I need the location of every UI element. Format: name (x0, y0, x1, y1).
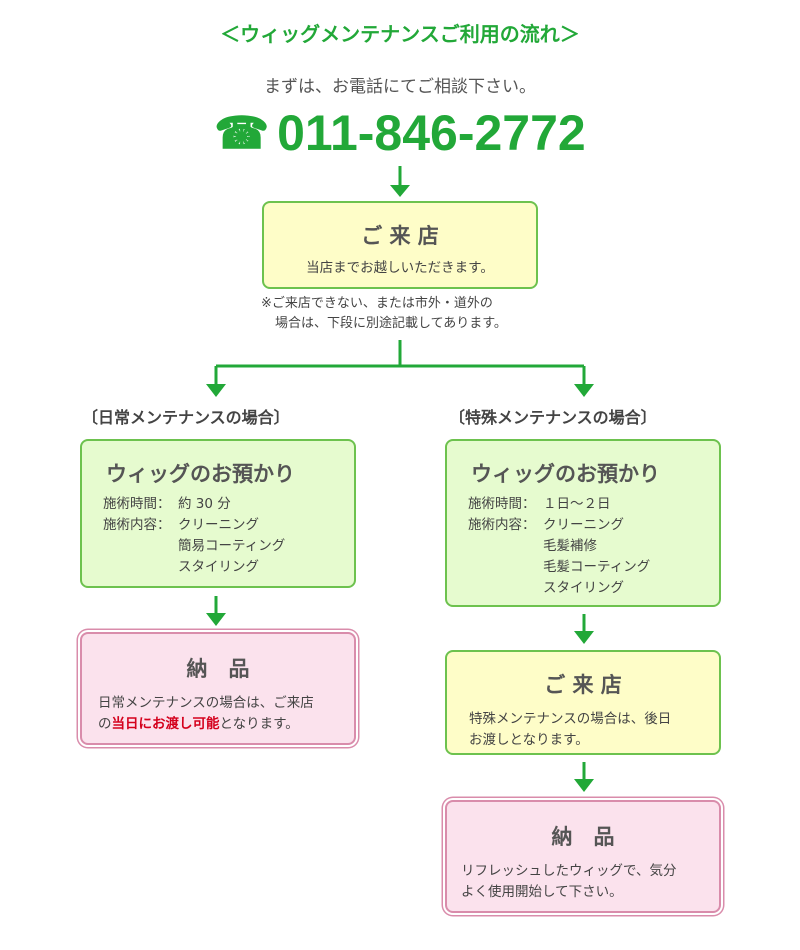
daily-content-item: スタイリング (178, 559, 259, 575)
visit-box: ご 来 店 当店までお越しいただきます。 (262, 201, 538, 289)
special-visit-line1: 特殊メンテナンスの場合は、後日 (469, 711, 672, 727)
telephone-icon: ☎ (214, 109, 270, 158)
visit-note: ※ご来店できない、または市外・道外の 場合は、下段に別途記載してあります。 (261, 294, 507, 334)
daily-step1-box: ウィッグのお預かり 施術時間： 約 30 分 施術内容： クリーニング 簡易コー… (80, 439, 356, 588)
visit-title: ご 来 店 (361, 224, 439, 248)
daily-content-row: 施術内容： クリーニング 簡易コーティング スタイリング (103, 515, 354, 578)
special-visit-box: ご 来 店 特殊メンテナンスの場合は、後日 お渡しとなります。 (445, 650, 721, 755)
special-heading: 〔特殊メンテナンスの場合〕 (449, 408, 657, 427)
daily-delivery-title: 納 品 (186, 657, 250, 681)
daily-content-item: 簡易コーティング (178, 538, 286, 554)
special-delivery-title: 納 品 (551, 825, 615, 849)
daily-delivery-text: 日常メンテナンスの場合は、ご来店 の当日にお渡し可能となります。 (82, 693, 354, 735)
special-delivery-line1: リフレッシュしたウィッグで、気分 (461, 863, 677, 879)
daily-delivery-box: 納 品 日常メンテナンスの場合は、ご来店 の当日にお渡し可能となります。 (80, 632, 356, 745)
daily-delivery-suffix: となります。 (219, 716, 299, 732)
special-step1-box: ウィッグのお預かり 施術時間： １日～２日 施術内容： クリーニング 毛髪補修 … (445, 439, 721, 607)
arrowhead-special (574, 384, 594, 397)
special-visit-line2: お渡しとなります。 (469, 732, 589, 748)
special-time-label: 施術時間： (468, 496, 536, 512)
daily-heading: 〔日常メンテナンスの場合〕 (82, 408, 290, 427)
arrowhead-special-visit (574, 631, 594, 644)
visit-note-line2: 場合は、下段に別途記載してあります。 (275, 316, 507, 331)
arrowhead-special-delivery (574, 779, 594, 792)
phone-number-text: 011-846-2772 (277, 105, 586, 161)
daily-delivery-prefix: の (98, 716, 112, 732)
daily-delivery-emphasis: 当日にお渡し可能 (111, 716, 220, 732)
visit-text: 当店までお越しいただきます。 (306, 260, 494, 276)
daily-content-label: 施術内容： (103, 517, 171, 533)
daily-time-row: 施術時間： 約 30 分 (103, 494, 354, 515)
daily-delivery-line2: の当日にお渡し可能となります。 (98, 714, 354, 735)
visit-note-line1: ※ご来店できない、または市外・道外の (261, 296, 493, 311)
intro-text: まずは、お電話にてご相談下さい。 (264, 77, 536, 97)
arrowhead-visit (390, 185, 410, 197)
special-content-row: 施術内容： クリーニング 毛髪補修 毛髪コーティング スタイリング (468, 515, 719, 599)
daily-time-value: 約 30 分 (178, 496, 231, 512)
special-content-item: 毛髪コーティング (543, 559, 651, 575)
arrowhead-daily-delivery (206, 613, 226, 626)
special-time-value: １日～２日 (543, 496, 611, 512)
daily-content-item: クリーニング (178, 517, 259, 533)
special-delivery-box: 納 品 リフレッシュしたウィッグで、気分 よく使用開始して下さい。 (445, 800, 721, 913)
special-visit-title: ご 来 店 (544, 673, 622, 697)
special-delivery-text: リフレッシュしたウィッグで、気分 よく使用開始して下さい。 (447, 861, 719, 903)
daily-delivery-line1: 日常メンテナンスの場合は、ご来店 (98, 695, 314, 711)
special-step1-title: ウィッグのお預かり (471, 462, 660, 486)
special-content-item: クリーニング (543, 517, 624, 533)
daily-time-label: 施術時間： (103, 496, 171, 512)
special-content-label: 施術内容： (468, 517, 536, 533)
special-visit-text: 特殊メンテナンスの場合は、後日 お渡しとなります。 (447, 709, 719, 751)
special-delivery-line2: よく使用開始して下さい。 (461, 884, 623, 900)
special-content-item: スタイリング (543, 580, 624, 596)
daily-step1-title: ウィッグのお預かり (106, 462, 295, 486)
special-time-row: 施術時間： １日～２日 (468, 494, 719, 515)
phone-number[interactable]: ☎011-846-2772 (0, 104, 800, 163)
arrowhead-daily (206, 384, 226, 397)
page-title: ＜ウィッグメンテナンスご利用の流れ＞ (220, 22, 580, 46)
special-content-item: 毛髪補修 (543, 538, 597, 554)
